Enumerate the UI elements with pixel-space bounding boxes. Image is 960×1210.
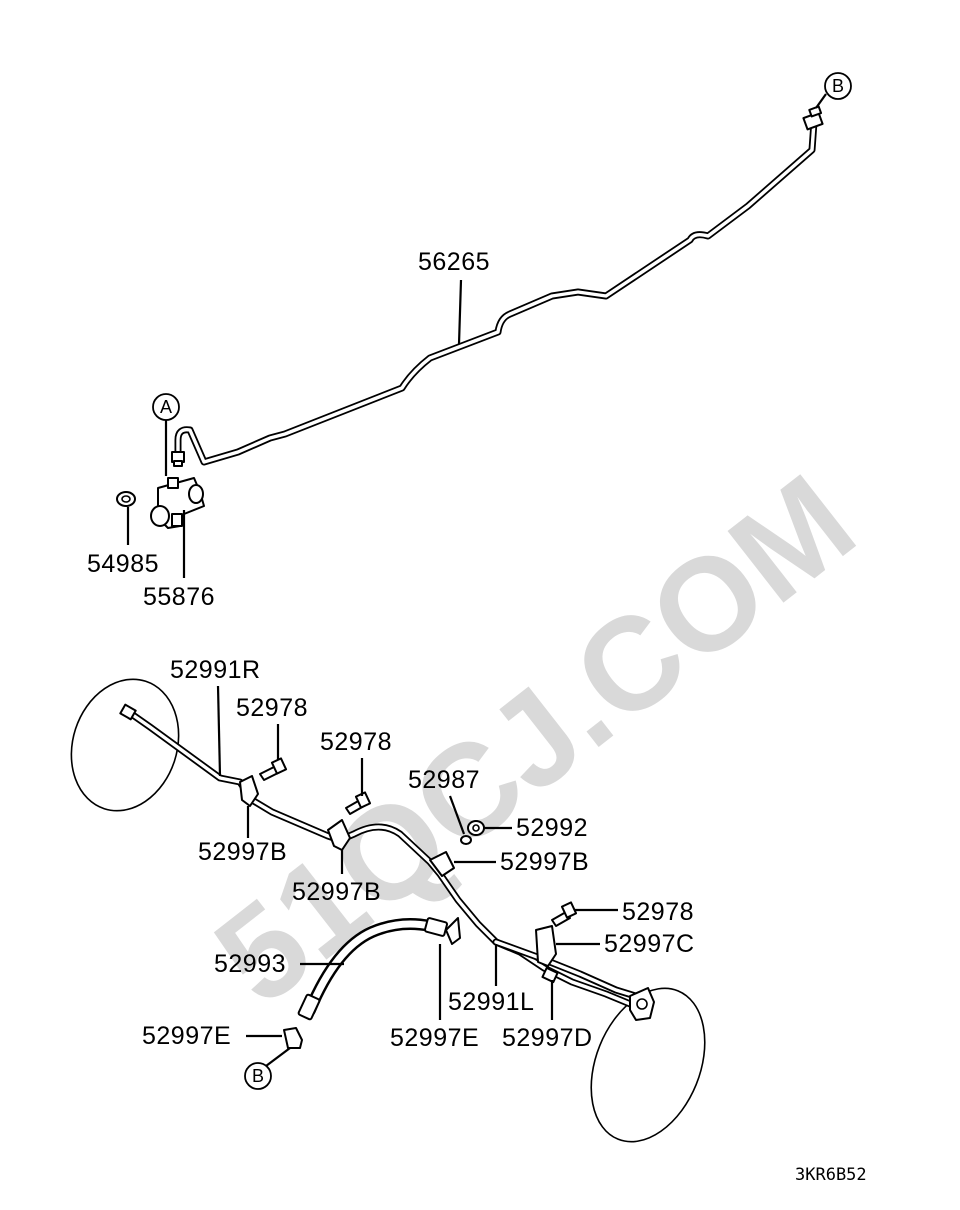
svg-text:52978: 52978 [622,898,694,926]
label-52997b-1[interactable]: 52997B [198,806,287,866]
watermark: 51QCJ.COM [189,447,881,1033]
svg-text:B: B [252,1066,264,1086]
left-wheel-outline [70,678,180,812]
nut-52992[interactable] [467,820,485,836]
svg-text:52997E: 52997E [142,1022,231,1050]
svg-text:52991L: 52991L [448,988,534,1016]
tube-fitting-a [171,451,185,467]
mounting-bolt[interactable] [116,491,136,507]
tube-fitting-b [802,105,824,131]
svg-text:A: A [160,397,172,417]
reference-b-top: B [815,72,852,109]
svg-text:52992: 52992 [516,814,588,842]
svg-text:52991R: 52991R [170,656,261,684]
rear-brake-tube[interactable] [174,118,818,466]
svg-text:52997B: 52997B [198,838,287,866]
svg-text:52993: 52993 [214,950,286,978]
svg-text:55876: 55876 [143,583,215,611]
label-52991l[interactable]: 52991L [448,944,534,1016]
clip-52997d[interactable] [541,966,559,984]
label-52997c[interactable]: 52997C [556,930,695,958]
label-52978-1[interactable]: 52978 [236,694,308,760]
svg-text:52997D: 52997D [502,1024,593,1052]
svg-text:52978: 52978 [320,728,392,756]
bolt-52978-3[interactable] [551,901,578,927]
label-52997d[interactable]: 52997D [502,980,593,1052]
label-52991r[interactable]: 52991R [170,656,261,777]
bracket-52997c[interactable] [535,925,557,967]
reference-b-bottom: B [244,1047,291,1090]
reference-a: A [152,393,180,476]
clip-52997e-left[interactable] [283,1027,303,1049]
clip-52997e-middle[interactable] [445,917,461,945]
svg-text:B: B [832,76,844,96]
label-56265[interactable]: 56265 [418,248,490,345]
label-52992[interactable]: 52992 [484,814,588,842]
bolt-52978-1[interactable] [259,757,288,781]
label-52997b-3[interactable]: 52997B [454,848,589,876]
svg-text:52997C: 52997C [604,930,695,958]
svg-text:54985: 54985 [87,550,159,578]
svg-text:56265: 56265 [418,248,490,276]
proportioning-valve[interactable] [150,477,205,529]
label-55876[interactable]: 55876 [143,510,215,611]
right-wheel-outline [590,987,706,1143]
svg-text:52997B: 52997B [292,878,381,906]
svg-text:52978: 52978 [236,694,308,722]
label-52997e-middle[interactable]: 52997E [390,944,479,1052]
bolt-52978-2[interactable] [345,791,372,815]
bracket-52997b-3[interactable] [429,851,455,877]
left-tube-fitting [119,703,137,721]
right-wheel-fitting [629,987,655,1021]
stud-52987[interactable] [460,835,472,845]
svg-text:52997E: 52997E [390,1024,479,1052]
bracket-52997b-1[interactable] [239,775,259,807]
svg-text:52997B: 52997B [500,848,589,876]
bracket-52997b-2[interactable] [327,819,351,851]
label-54985[interactable]: 54985 [87,507,159,578]
label-52997b-2[interactable]: 52997B [292,850,381,906]
brake-hose-52993[interactable] [297,917,449,1021]
label-52978-2[interactable]: 52978 [320,728,392,796]
label-52993[interactable]: 52993 [214,950,344,978]
brake-tube-52991r[interactable] [126,709,646,1012]
label-52978-3[interactable]: 52978 [574,898,694,926]
label-52987[interactable]: 52987 [408,766,480,835]
svg-text:52987: 52987 [408,766,480,794]
drawing-code: 3KR6B52 [795,1165,867,1185]
label-52997e-left[interactable]: 52997E [142,1022,282,1050]
